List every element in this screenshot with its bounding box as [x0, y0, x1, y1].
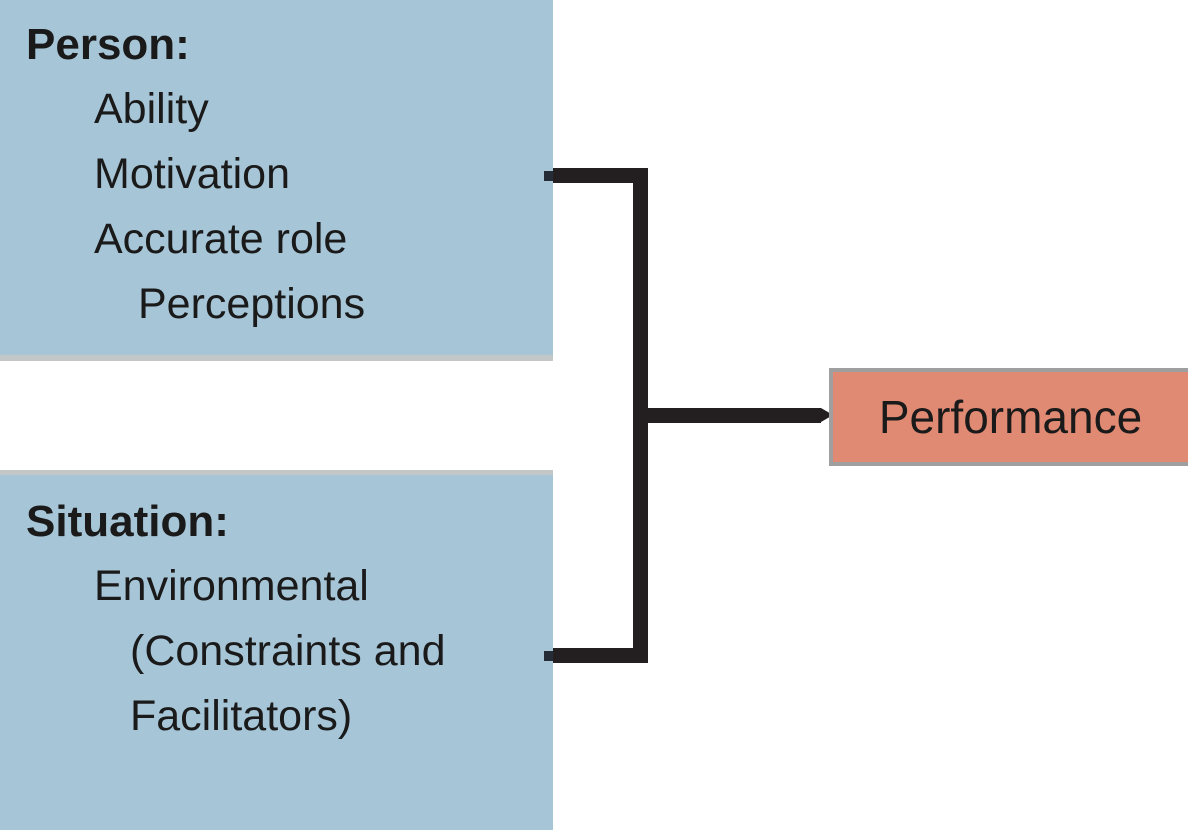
performance-label: Performance [878, 391, 1143, 443]
person-text: Person: Ability Motivation Accurate role… [0, 12, 553, 337]
situation-box: Situation: Environmental (Constraints an… [0, 470, 553, 830]
connector-situation-horizontal [553, 648, 648, 663]
person-item-ability: Ability [94, 85, 209, 133]
connector-person-horizontal [553, 168, 648, 183]
situation-heading: Situation: [26, 497, 229, 546]
person-item-accurate-role: Accurate role [94, 215, 348, 263]
connector-situation-tail [544, 651, 553, 661]
connector-vertical-spine [633, 168, 648, 663]
person-item-perceptions: Perceptions [138, 280, 366, 328]
situation-item-constraints: (Constraints and [130, 627, 446, 675]
connector-performance-horizontal [648, 408, 821, 423]
person-heading: Person: [26, 20, 190, 69]
person-item-motivation: Motivation [94, 150, 290, 198]
performance-box: Performance [829, 368, 1188, 466]
situation-text: Situation: Environmental (Constraints an… [0, 489, 553, 749]
connector-person-tail [544, 171, 553, 181]
person-box: Person: Ability Motivation Accurate role… [0, 0, 553, 361]
situation-item-environmental: Environmental [94, 562, 369, 610]
situation-item-facilitators: Facilitators) [130, 692, 353, 740]
